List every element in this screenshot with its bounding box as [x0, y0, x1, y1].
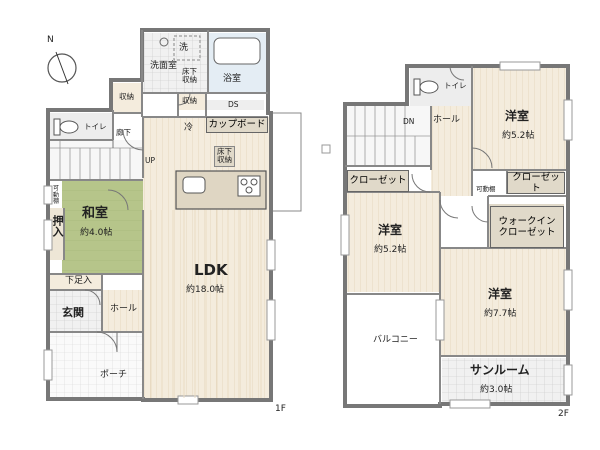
ds-label: DS: [228, 100, 239, 109]
bathroom-label: 浴室: [223, 74, 242, 84]
stairs-1f-steps: [50, 140, 143, 180]
ds-room: [206, 100, 264, 110]
doors-2f: [411, 65, 493, 223]
washitsu-room: [62, 180, 143, 274]
washroom-label: 洗面室: [150, 61, 178, 71]
bathtub: [213, 37, 261, 65]
sunroom-label: サンルーム: [470, 363, 530, 377]
hall-1f-label: ホール: [110, 304, 138, 314]
room3-label: 洋室: [488, 287, 513, 301]
room3-size-label: 約7.7帖: [484, 309, 517, 319]
balcony-label: バルコニー: [373, 335, 418, 345]
windows-1f: [43, 185, 276, 405]
room2-size-label: 約5.2帖: [374, 245, 407, 255]
oshiire-label: 押入: [51, 215, 65, 237]
washitsu-label: 和室: [82, 206, 109, 221]
room1-label: 洋室: [505, 109, 530, 123]
washitsu-size-label: 約4.0帖: [80, 228, 113, 238]
dn-label: DN: [403, 117, 415, 126]
ldk-label: LDK: [194, 261, 228, 279]
floor1-plan: [43, 28, 302, 405]
toilet-2f-fixture: [413, 78, 439, 96]
floor1-label: 1F: [275, 404, 286, 414]
stairs-2f-steps: [345, 106, 431, 166]
walkin-label: ウォークイン クローゼット: [490, 206, 564, 248]
windows-2f: [321, 61, 573, 409]
compass-icon: [47, 51, 77, 85]
cupboard-label: カップボード: [206, 117, 268, 133]
room2-2f: [347, 192, 440, 292]
toilet-2f-label: トイレ: [444, 81, 467, 90]
stove: [237, 175, 261, 197]
entrance-room: [50, 290, 102, 332]
porch-room: [50, 332, 143, 399]
sunroom-size-label: 約3.0帖: [480, 385, 513, 395]
floor2-label: 2F: [558, 409, 569, 419]
ldk-size-label: 約18.0帖: [186, 285, 225, 295]
kitchen-underfloor-label: 床下 収納: [214, 146, 235, 167]
room1-size-label: 約5.2帖: [502, 131, 535, 141]
compass-north-label: N: [47, 35, 54, 45]
wash-label: 洗: [179, 43, 189, 53]
underfloor-storage-label: 床下 収納: [182, 67, 197, 85]
hallway-storage-label: 廊下: [116, 128, 131, 137]
balcony-2f: [347, 296, 440, 406]
toilet-1f-fixture: [53, 118, 79, 136]
shoe-storage-label: 下足入: [65, 276, 93, 286]
up-label: UP: [145, 156, 156, 165]
porch-label: ポーチ: [100, 370, 128, 380]
entrance-label: 玄関: [62, 306, 84, 319]
hall-1f-room: [102, 290, 143, 332]
room2-label: 洋室: [378, 223, 403, 237]
stairs-1f: [50, 140, 143, 180]
oshiire-room: [50, 208, 64, 260]
storage-b-room: [178, 93, 206, 110]
room1-2f: [473, 68, 566, 170]
storage-a-label: 収納: [119, 92, 134, 101]
washroom-room: [142, 33, 208, 93]
room3-2f: [440, 248, 566, 356]
walls-2f: [343, 64, 570, 408]
storage-b-label: 収納: [182, 96, 197, 105]
closet2-label: クローゼット: [507, 172, 565, 194]
sink: [182, 176, 206, 194]
closet1-label: クローゼット: [347, 170, 409, 192]
fridge-label: 冷: [184, 123, 194, 133]
hall-2f-label: ホール: [433, 115, 461, 125]
terrace-1f: [270, 112, 302, 212]
inner-walls-2f: [345, 66, 566, 404]
storage-a-room: [113, 83, 142, 113]
hall-2f-room: [431, 106, 473, 196]
movable-shelf-1f-label: 可動棚: [53, 185, 60, 206]
doors-1f: [84, 92, 191, 353]
movable-shelf-2f-label: 可動棚: [476, 185, 496, 193]
shoe-room: [50, 274, 102, 290]
sunroom-2f: [442, 358, 566, 402]
toilet-1f-label: トイレ: [84, 122, 107, 131]
